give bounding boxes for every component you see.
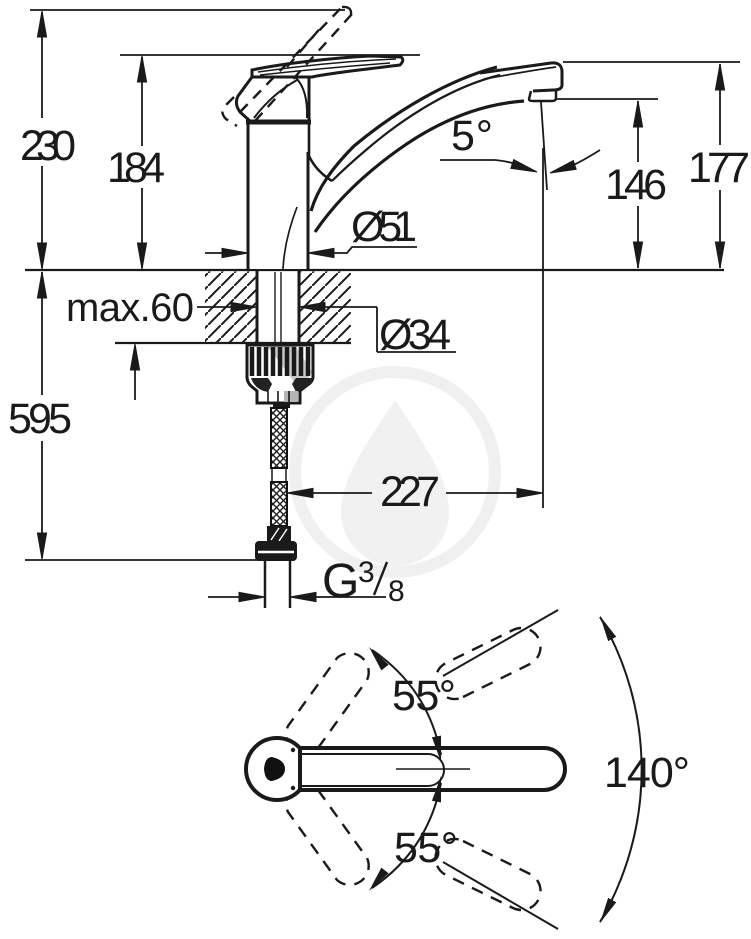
label-spout-height: 177: [688, 144, 750, 192]
label-max-thickness: max.60: [66, 286, 194, 330]
thread-tube: [263, 561, 292, 608]
label-thread-numerator: 3: [358, 556, 375, 589]
label-base-diameter: Ø 51: [351, 203, 417, 251]
dim-body-height: [136, 55, 148, 270]
aerator: [527, 90, 558, 103]
spout-dashed-lower: [434, 837, 542, 912]
label-outlet-reach: 227: [380, 468, 440, 516]
mounting-shank: [255, 270, 301, 343]
handle-inner-contour: [302, 753, 445, 787]
label-handle-angle-lower: 55°: [394, 824, 458, 872]
dim-max-thickness: [129, 306, 234, 400]
handle-logo-spot: [264, 757, 285, 781]
label-shank-diameter: Ø34: [379, 311, 451, 359]
label-outlet-height: 146: [605, 161, 667, 209]
dim-hose-length: [36, 271, 48, 560]
label-hose-length: 595: [8, 395, 72, 443]
side-view: [25, 5, 740, 608]
spout-dashed-upper: [434, 626, 542, 701]
dim-outlet-height: [632, 100, 644, 269]
dim-base-diameter: [205, 246, 417, 259]
dim-outlet-reach: [286, 487, 544, 499]
dimension-labels: 230 184 5° 146 177 Ø 51 max.60 Ø34 595 2…: [8, 112, 750, 872]
supply-hose: [255, 407, 297, 608]
label-swivel-range: 140°: [604, 749, 690, 797]
swivel-ray-lower: [442, 861, 559, 930]
label-handle-angle-upper: 55°: [392, 672, 456, 720]
dim-thread: [208, 591, 386, 603]
lever-handle-raised-dashed: [221, 5, 353, 128]
handle-dashed-upper-55: [285, 651, 370, 755]
mounting-nut: [245, 343, 315, 408]
swivel-arc-140: [599, 616, 643, 923]
faucet-top-view: [244, 736, 567, 802]
label-stream-angle: 5°: [451, 112, 493, 160]
top-view: [244, 609, 643, 930]
watermark-logo: [289, 366, 501, 578]
spout-head: [479, 61, 564, 93]
swivel-ray-upper: [442, 609, 559, 677]
lever-handle: [234, 54, 405, 123]
spout-inner-curve: [331, 73, 501, 182]
dim-shank-diameter: [230, 301, 456, 353]
label-body-height: 184: [107, 144, 165, 192]
spout-outer-curve: [309, 65, 498, 212]
handle-dashed-lower-55: [285, 783, 370, 887]
swivel-dimensions: [365, 609, 643, 930]
dimensions: [36, 10, 726, 603]
dim-spout-height: [714, 63, 726, 269]
label-thread-letter: G: [322, 555, 359, 608]
body-right-edge: [307, 74, 333, 183]
thread-fraction-slash: [372, 561, 389, 596]
label-total-height: 230: [20, 122, 76, 170]
dim-total-height: [36, 10, 48, 270]
label-thread-denominator: 8: [388, 575, 405, 608]
spout-underside-curve: [313, 99, 525, 233]
